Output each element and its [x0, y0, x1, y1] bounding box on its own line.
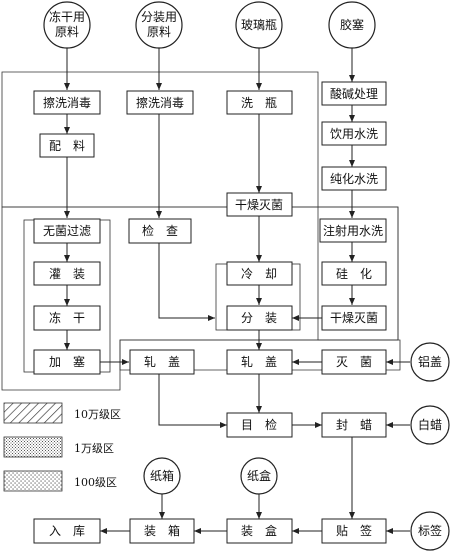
legend-swatch [3, 436, 63, 458]
material-rubber-stopper: 胶塞 [328, 1, 376, 49]
step-label: 目 检 [241, 417, 277, 432]
material-paper-box: 纸箱 [143, 457, 181, 495]
step-sterilize-cap: 灭 菌 [321, 349, 387, 375]
zone-class-100k-right [317, 206, 399, 341]
legend-swatch [3, 402, 63, 424]
step-label: 灭 菌 [336, 355, 372, 369]
legend-label: 1万级区 [74, 442, 114, 455]
material-label: 纸盒 [247, 468, 271, 483]
legend: 10万级区 1万级区 100级区 [3, 402, 121, 492]
step-carton: 装 盒 [226, 518, 293, 544]
step-warehouse: 入 库 [33, 518, 101, 544]
material-label: 标签 [418, 523, 442, 538]
step-label: 擦洗消毒 [136, 96, 184, 110]
legend-swatch [3, 470, 63, 492]
step-wax-seal: 封 蜡 [321, 412, 387, 438]
material-label: 玻璃瓶 [241, 18, 277, 32]
step-sterile-filter: 无菌过滤 [33, 218, 101, 244]
legend-label: 100级区 [74, 476, 117, 489]
step-dry-sterilize-bottle: 干燥灭菌 [226, 192, 293, 217]
material-freeze-dry-raw: 冻干用 原料 [43, 1, 91, 49]
step-dry-sterilize-stopper: 干燥灭菌 [321, 305, 387, 331]
material-label: 分装用 [141, 10, 177, 24]
step-wfi-wash: 注射用水洗 [319, 218, 387, 243]
step-label: 轧 盖 [241, 355, 277, 369]
step-label: 加 塞 [49, 354, 85, 369]
step-label: 干燥灭菌 [330, 311, 378, 325]
material-label: 原料 [55, 25, 79, 39]
material-label: 原料 [147, 25, 171, 39]
step-label: 入 库 [49, 523, 85, 538]
step-boxing: 装 箱 [129, 518, 195, 544]
step-label: 配 料 [49, 139, 85, 153]
step-label: 酸碱处理 [330, 86, 378, 101]
step-label: 装 盒 [241, 523, 277, 538]
legend-item-class-100k: 10万级区 [3, 402, 121, 424]
material-aluminum-cap: 铝盖 [410, 342, 450, 382]
step-label: 无菌过滤 [43, 224, 91, 238]
legend-label: 10万级区 [74, 408, 121, 421]
step-dispense: 分 装 [226, 305, 293, 331]
step-capping-1: 轧 盖 [129, 349, 195, 375]
material-label: 冻干用 [49, 9, 85, 24]
step-label: 洗 瓶 [241, 96, 277, 110]
material-paper-carton: 纸盒 [240, 457, 278, 495]
step-label: 装 箱 [144, 523, 180, 538]
step-freeze-dry: 冻 干 [33, 305, 101, 331]
material-label: 纸箱 [150, 468, 174, 483]
step-pure-water-wash: 纯化水洗 [321, 166, 387, 191]
step-label: 轧 盖 [144, 355, 180, 369]
material-label: 白蜡 [418, 417, 442, 432]
step-scrub-disinfect-2: 擦洗消毒 [126, 90, 194, 115]
step-cooling: 冷 却 [226, 261, 293, 286]
step-label: 擦洗消毒 [43, 96, 91, 110]
material-label: 铝盖 [418, 354, 442, 369]
step-inspect: 检 查 [128, 218, 192, 244]
legend-item-class-10k: 1万级区 [3, 436, 114, 458]
step-filling: 灌 装 [33, 261, 101, 286]
step-label: 纯化水洗 [330, 172, 378, 186]
step-label: 干燥灭菌 [235, 198, 283, 212]
connectors [64, 48, 410, 534]
step-label: 冻 干 [49, 310, 85, 325]
step-capping-2: 轧 盖 [226, 349, 293, 375]
step-scrub-disinfect-1: 擦洗消毒 [33, 90, 101, 115]
step-label: 封 蜡 [336, 418, 372, 432]
step-label: 饮用水洗 [330, 127, 378, 141]
step-batching: 配 料 [39, 133, 95, 158]
material-label: 胶塞 [340, 17, 364, 32]
step-label: 注射用水洗 [323, 223, 383, 238]
material-white-wax: 白蜡 [410, 405, 450, 445]
step-acid-base: 酸碱处理 [321, 81, 387, 106]
material-label-stock: 标签 [410, 511, 450, 551]
step-label: 分 装 [241, 311, 277, 325]
step-siliconize: 硅 化 [321, 261, 387, 286]
step-label: 灌 装 [49, 267, 85, 281]
step-visual-check: 目 检 [226, 412, 293, 438]
material-glass-bottle: 玻璃瓶 [235, 1, 283, 49]
step-label: 硅 化 [336, 267, 372, 281]
step-stoppering: 加 塞 [33, 349, 101, 375]
step-label: 检 查 [142, 223, 178, 238]
material-split-raw: 分装用 原料 [135, 1, 183, 49]
step-label: 冷 却 [241, 267, 277, 281]
step-wash-bottle: 洗 瓶 [226, 90, 293, 115]
step-labeling: 贴 签 [321, 518, 387, 544]
legend-item-class-100: 100级区 [3, 470, 117, 492]
step-label: 贴 签 [336, 523, 372, 538]
step-drink-water-wash: 饮用水洗 [321, 121, 387, 146]
